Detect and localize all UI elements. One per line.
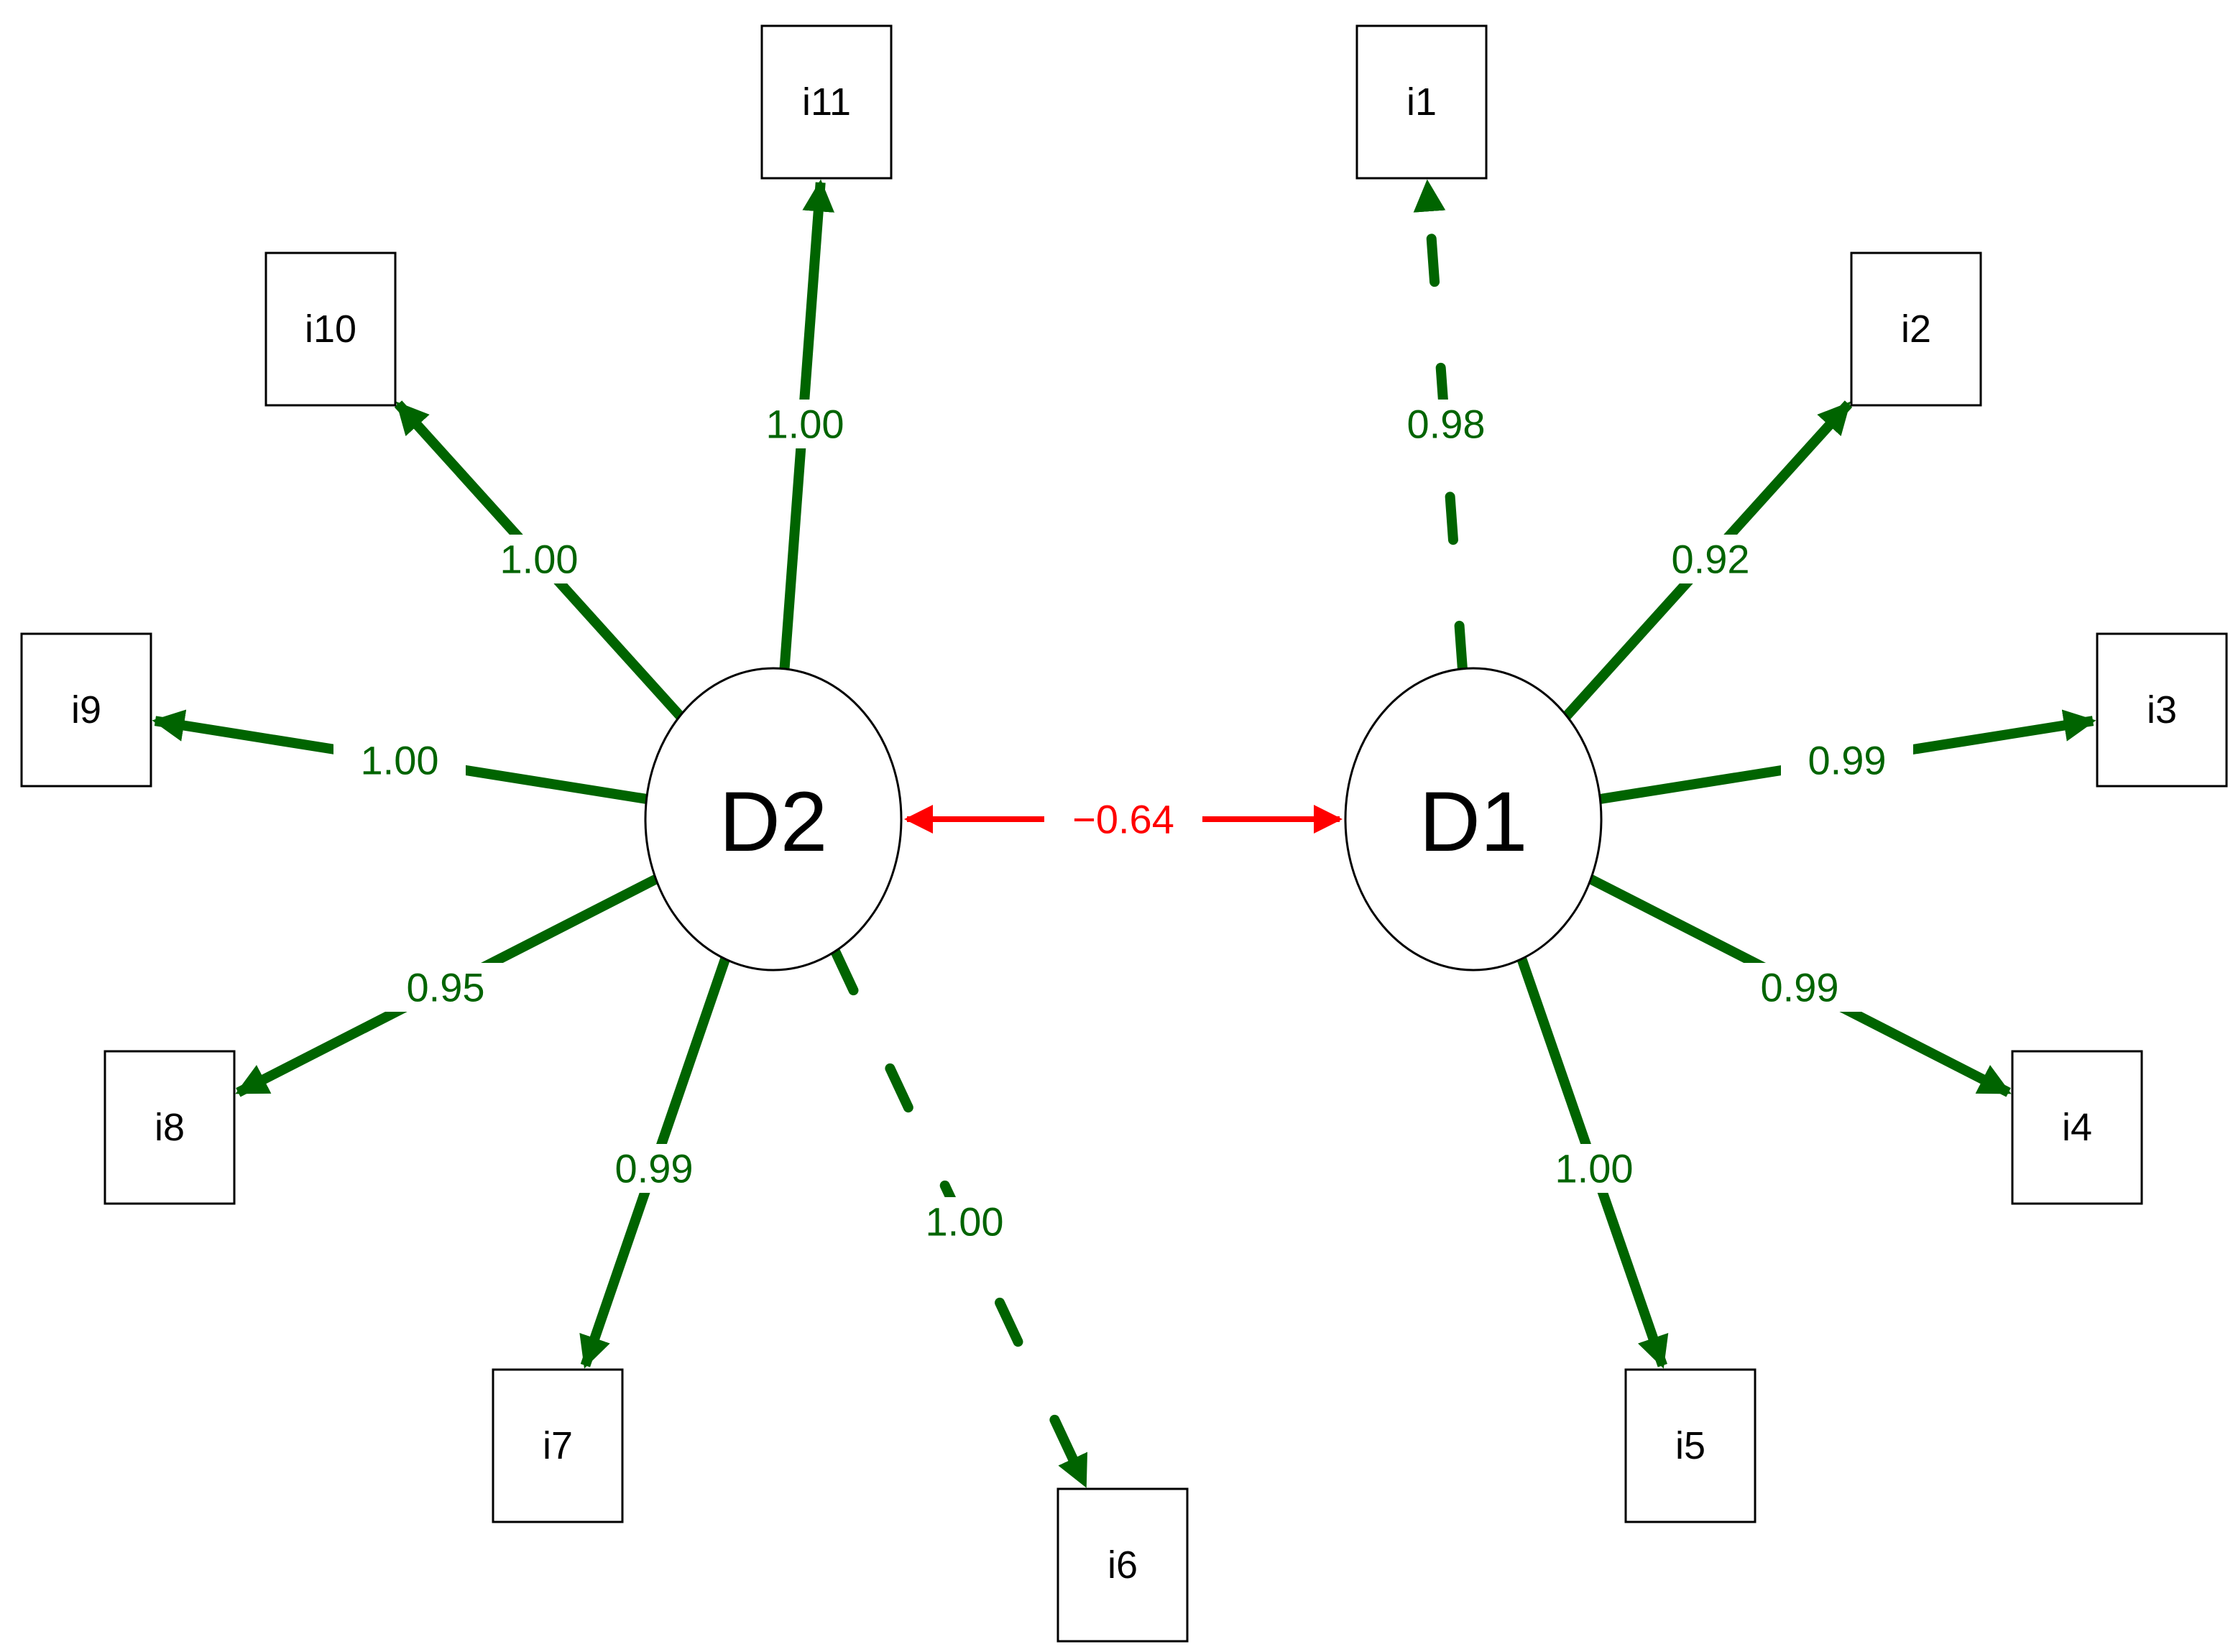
item-label-i8: i8 — [155, 1106, 185, 1149]
latent-node-d1: D1 — [1344, 667, 1603, 972]
loading-label-bg-i3 — [1781, 736, 1913, 785]
item-box-i3 — [2096, 632, 2228, 788]
item-label-i11: i11 — [802, 80, 851, 124]
latent-label-d2: D2 — [719, 775, 828, 869]
loading-label-bg-i8 — [379, 963, 512, 1012]
item-node-i11: i11 — [760, 24, 893, 180]
item-box-i8 — [103, 1050, 236, 1205]
loading-label-bg-i11 — [739, 400, 871, 448]
loading-label-bg-i2 — [1644, 535, 1777, 583]
loading-label-i5: 1.00 — [1555, 1146, 1634, 1191]
item-label-i3: i3 — [2147, 688, 2177, 732]
item-box-i7 — [492, 1368, 624, 1523]
loading-label-bg-i1 — [1380, 400, 1512, 448]
edges-layer: 0.98 0.92 0.99 0.99 1.00 1.00 0.99 0.95 1.00 1.00… — [152, 177, 2096, 1490]
loading-label-i1: 0.98 — [1407, 402, 1486, 447]
loading-label-bg-i4 — [1734, 963, 1866, 1012]
latent-node-d2: D2 — [644, 667, 903, 972]
loading-label-bg-i9 — [333, 736, 466, 785]
covariance-label-bg — [1044, 795, 1202, 844]
latent-label-d1: D1 — [1419, 775, 1528, 869]
item-box-i2 — [1850, 252, 1982, 407]
item-box-i1 — [1355, 24, 1488, 180]
loading-label-bg-i10 — [473, 535, 605, 583]
item-label-i6: i6 — [1108, 1543, 1138, 1587]
item-node-i8: i8 — [103, 1050, 236, 1205]
item-node-i4: i4 — [2011, 1050, 2143, 1205]
item-label-i5: i5 — [1675, 1424, 1705, 1467]
loading-label-i9: 1.00 — [361, 738, 439, 783]
loading-label-i11: 1.00 — [766, 402, 844, 447]
latent-ellipse-d2 — [644, 667, 903, 972]
item-node-i6: i6 — [1056, 1487, 1189, 1643]
loading-label-i7: 0.99 — [615, 1146, 694, 1191]
item-node-i9: i9 — [20, 632, 152, 788]
loading-label-i3: 0.99 — [1808, 738, 1887, 783]
covariance-label: −0.64 — [1072, 797, 1174, 842]
loading-label-i10: 1.00 — [500, 537, 579, 582]
item-node-i10: i10 — [264, 252, 397, 407]
loading-label-i2: 0.92 — [1672, 537, 1750, 582]
loading-label-i6: 1.00 — [926, 1199, 1004, 1245]
latent-ellipse-d1 — [1344, 667, 1603, 972]
loading-label-bg-i5 — [1528, 1144, 1660, 1193]
item-label-i10: i10 — [305, 308, 356, 351]
loading-label-i8: 0.95 — [407, 965, 485, 1010]
item-node-i2: i2 — [1850, 252, 1982, 407]
item-box-i10 — [264, 252, 397, 407]
item-box-i4 — [2011, 1050, 2143, 1205]
item-label-i1: i1 — [1406, 80, 1437, 124]
item-label-i4: i4 — [2062, 1106, 2092, 1149]
item-label-i2: i2 — [1901, 308, 1931, 351]
item-node-i7: i7 — [492, 1368, 624, 1523]
item-label-i7: i7 — [543, 1424, 573, 1467]
item-box-i6 — [1056, 1487, 1189, 1643]
item-node-i1: i1 — [1355, 24, 1488, 180]
item-label-i9: i9 — [71, 688, 101, 732]
item-node-i3: i3 — [2096, 632, 2228, 788]
item-node-i5: i5 — [1624, 1368, 1757, 1523]
item-box-i5 — [1624, 1368, 1757, 1523]
loading-label-bg-i6 — [898, 1197, 1031, 1246]
item-box-i11 — [760, 24, 893, 180]
loading-arrow-d1-i1 — [1413, 177, 1468, 674]
loading-label-bg-i7 — [588, 1144, 720, 1193]
item-box-i9 — [20, 632, 152, 788]
loading-label-i4: 0.99 — [1761, 965, 1839, 1010]
